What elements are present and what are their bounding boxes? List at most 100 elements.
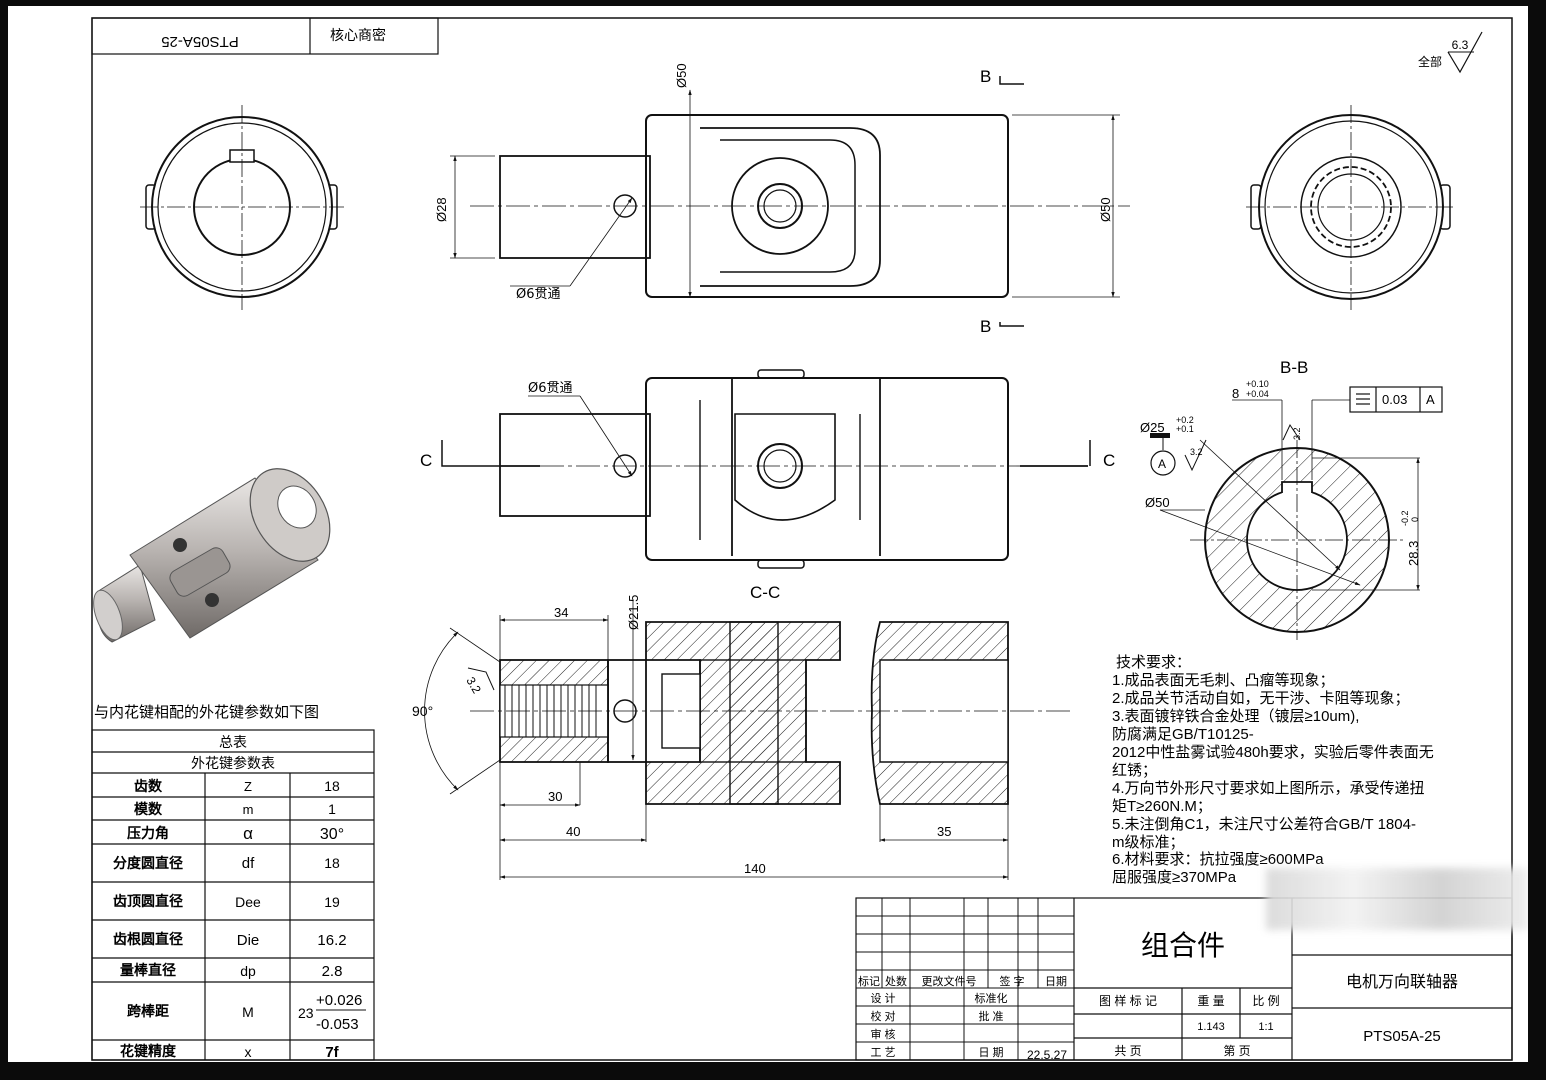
tech-req-line-5: 红锈； [1112,762,1157,779]
svg-text:18: 18 [324,778,340,794]
roughness-all-label: 全部 [1418,54,1442,69]
svg-text:2.8: 2.8 [322,963,343,980]
dim-top-d28: Ø28 [434,197,449,222]
svg-text:Dee: Dee [235,894,261,910]
spline-row-2: 压力角 α 30° [127,824,344,843]
blurred-region [1266,868,1528,930]
title-pattern: 图 样 标 记 [1099,993,1157,1008]
title-part-name: 电机万向联轴器 [1346,973,1458,991]
dim-cc-140: 140 [744,861,766,876]
svg-text:分度圆直径: 分度圆直径 [113,855,183,872]
section-c-right-label: C [1103,451,1115,470]
dim-bb-d25-up: +0.2 [1176,415,1194,425]
svg-text:齿顶圆直径: 齿顶圆直径 [113,893,183,910]
right-end-view [1246,105,1456,310]
bb-tolerance-ref: A [1426,392,1435,407]
dim-top-hole: Ø6贯通 [516,287,561,302]
svg-text:19: 19 [324,894,340,910]
dim-bb-8: 8 [1232,386,1239,401]
svg-text:df: df [242,855,255,872]
screen-edge-right [1528,0,1546,1080]
svg-text:压力角: 压力角 [127,825,169,842]
tech-req-line-10: 6.材料要求：抗拉强度≥600MPa [1112,851,1324,868]
tech-requirements: 技术要求： 1.成品表面无毛刺、凸瘤等现象； 2.成品关节活动自如，无干涉、卡阻… [1112,654,1434,886]
title-total-pages: 共 页 [1114,1044,1141,1058]
spline-row-3: 分度圆直径 df 18 [113,855,340,872]
title-weight-label: 重 量 [1197,994,1224,1008]
dim-bb-d25-lo: +0.1 [1176,424,1194,434]
top-main-view [450,76,1130,327]
svg-text:16.2: 16.2 [317,932,346,949]
spline-row-7: 跨棒距 M 23 +0.026 -0.053 [127,992,366,1033]
screen-edge-left [0,0,8,1080]
dim-cc-35: 35 [937,824,951,839]
svg-text:7f: 7f [325,1044,339,1061]
tech-req-line-7: 矩T≥260N.M； [1112,798,1212,815]
spline-row-0: 齿数 Z 18 [134,778,340,795]
dim-cc-rough: 3.2 [463,675,484,697]
section-b-bottom-label: B [980,317,991,336]
tech-req-line-11: 屈服强度≥370MPa [1112,869,1237,886]
dim-bb-8-lo: +0.04 [1246,389,1269,399]
dim-bb-d50: Ø50 [1145,495,1170,510]
top-secret-label: 核心商密 [330,27,386,44]
svg-text:齿数: 齿数 [134,778,163,795]
iso-3d-part [93,468,331,643]
svg-text:1: 1 [328,801,336,817]
svg-text:跨棒距: 跨棒距 [127,1003,169,1020]
dim-bb-283: 28.3 [1406,541,1421,566]
spline-row-6: 量棒直径 dp 2.8 [120,962,342,980]
middle-view [441,369,1091,569]
title-date-label: 日 期 [978,1046,1003,1059]
dim-cc-40: 40 [566,824,580,839]
left-end-view [140,105,344,310]
dim-top-d50-left: Ø50 [674,63,689,88]
title-scale-label: 比 例 [1252,994,1279,1008]
svg-text:花键精度: 花键精度 [120,1043,177,1060]
tech-req-line-8: 5.未注倒角C1，未注尺寸公差符合GB/T 1804- [1112,816,1416,833]
svg-text:m: m [243,802,254,817]
section-b-top-label: B [980,67,991,86]
top-code-mirrored: PTS05A-25 [161,33,239,50]
tech-req-line-9: m级标准； [1112,834,1185,851]
dim-cc-34: 34 [554,605,568,620]
title-page-num: 第 页 [1223,1044,1250,1058]
title-header-1: 处数 [885,975,907,988]
roughness-all-value: 6.3 [1452,38,1469,52]
dim-mid-hole: Ø6贯通 [528,381,573,396]
dim-top-d50-right: Ø50 [1098,197,1113,222]
svg-text:Die: Die [237,932,260,949]
spline-table [91,729,375,1061]
tech-req-line-1: 2.成品关节活动自如，无干涉、卡阻等现象； [1112,689,1410,707]
spline-row-5: 齿根圆直径 Die 16.2 [113,931,347,949]
title-part-code: PTS05A-25 [1363,1028,1441,1045]
dim-cc-30: 30 [548,789,562,804]
svg-text:dp: dp [240,963,256,979]
title-header-4: 日期 [1045,975,1067,988]
title-header-0: 标记 [858,974,880,988]
spline-row-1: 模数 m 1 [134,801,336,818]
title-process: 工 艺 [870,1046,895,1059]
title-part-type: 组合件 [1141,930,1225,961]
spline-table-caption: 与内花键相配的外花键参数如下图 [94,703,319,721]
spline-row-8: 花键精度 x 7f [120,1043,340,1061]
bb-datum-label: A [1158,457,1166,471]
svg-text:x: x [245,1044,252,1060]
title-scale: 1:1 [1258,1021,1273,1033]
svg-text:+0.026: +0.026 [316,992,362,1009]
title-std: 标准化 [975,991,1008,1005]
top-info-box [91,17,439,55]
svg-text:23: 23 [298,1005,314,1021]
dim-cc-90: 90° [412,703,433,719]
bb-tolerance-value: 0.03 [1382,392,1407,407]
dim-bb-r32a: 3.2 [1190,447,1203,457]
cc-title: C-C [750,583,780,602]
svg-text:30°: 30° [320,826,344,843]
spline-table-title1: 总表 [219,735,247,751]
cc-section-view [424,600,1070,880]
title-header-2: 更改文件号 [922,974,977,988]
title-header-3: 签 字 [999,974,1024,988]
tech-req-title: 技术要求： [1116,654,1191,671]
